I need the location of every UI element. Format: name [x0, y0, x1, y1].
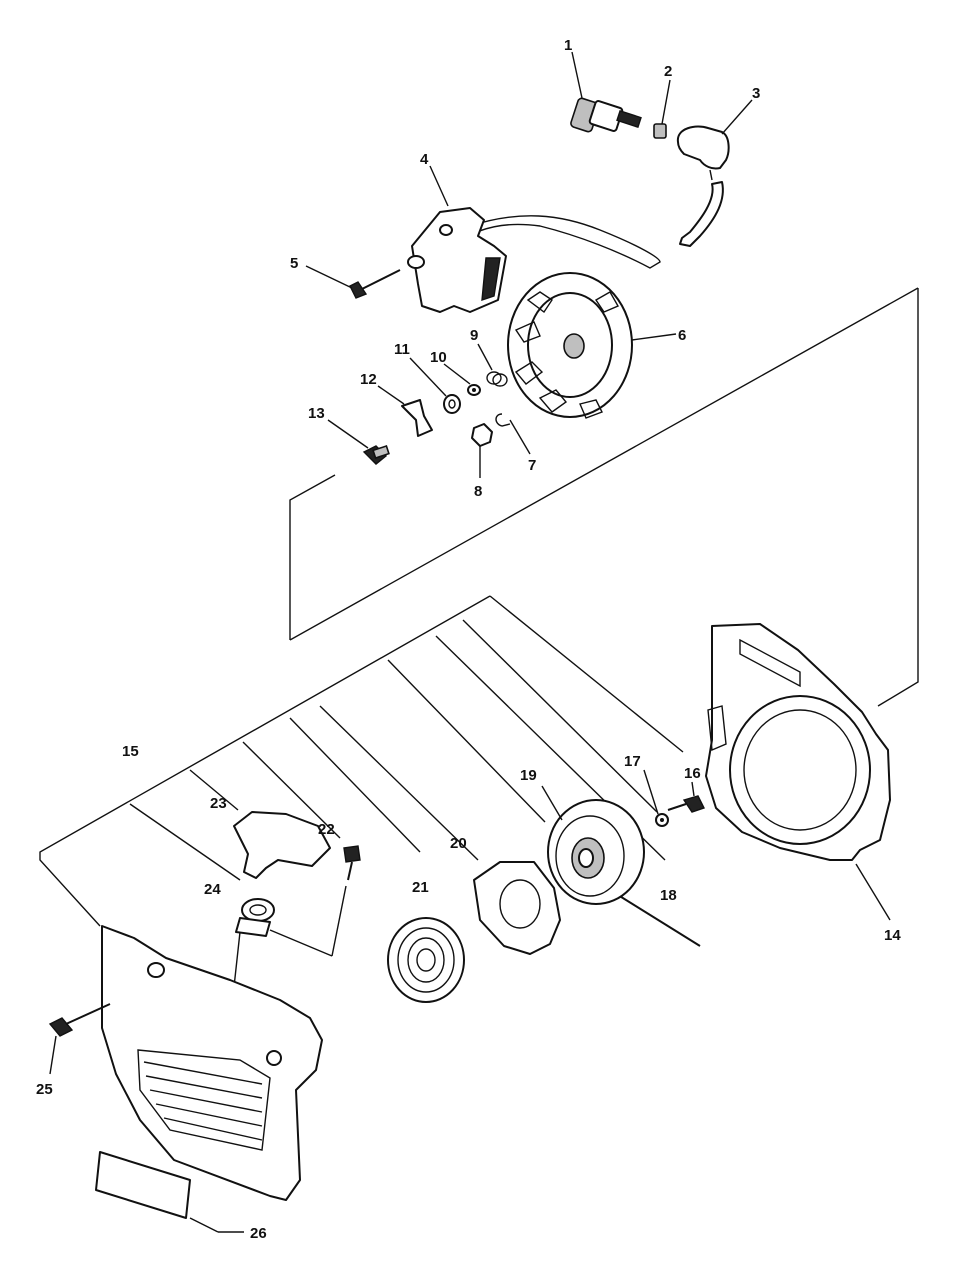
ignition-coil	[407, 207, 507, 313]
housing-washer	[655, 813, 669, 827]
callout-7: 7	[528, 457, 536, 474]
callout-4: 4	[420, 151, 429, 168]
rope-pulley	[547, 799, 645, 905]
decal-label	[95, 1151, 191, 1219]
callout-26: 26	[250, 1225, 267, 1242]
flywheel	[507, 272, 633, 419]
rope-guide	[225, 885, 347, 1061]
clip	[401, 399, 433, 437]
callout-22: 22	[318, 821, 335, 838]
callout-20: 20	[450, 835, 467, 852]
clip-screw	[362, 445, 390, 465]
callout-21: 21	[412, 879, 429, 896]
guide-screw	[343, 845, 361, 881]
callout-15: 15	[122, 743, 139, 760]
callout-19: 19	[520, 767, 537, 784]
spring	[486, 371, 508, 387]
starter-handle	[233, 811, 331, 879]
spark-plug-boot	[676, 125, 730, 181]
washer	[467, 384, 481, 396]
cover-screw	[48, 1003, 111, 1037]
flywheel-key	[495, 413, 511, 427]
callout-14: 14	[884, 927, 901, 944]
callout-11: 11	[394, 341, 410, 358]
callout-1: 1	[564, 37, 572, 54]
callout-17: 17	[624, 753, 641, 770]
callout-9: 9	[470, 327, 478, 344]
callout-24: 24	[204, 881, 221, 898]
callout-12: 12	[360, 371, 377, 388]
callout-13: 13	[308, 405, 325, 422]
bushing	[443, 394, 461, 414]
callout-2: 2	[664, 63, 672, 80]
ignition-cable	[469, 181, 724, 269]
spark-plug	[570, 97, 642, 133]
assembly-bracket-lines	[39, 287, 919, 927]
callout-23: 23	[210, 795, 227, 812]
callout-16: 16	[684, 765, 701, 782]
callout-25: 25	[36, 1081, 53, 1098]
spring-case	[473, 861, 561, 955]
callout-8: 8	[474, 483, 482, 500]
housing-screw	[667, 795, 705, 813]
callout-3: 3	[752, 85, 760, 102]
callout-6: 6	[678, 327, 686, 344]
starter-rope	[609, 889, 701, 947]
callout-5: 5	[290, 255, 298, 272]
callout-leaders	[49, 51, 891, 1233]
starter-cover	[101, 925, 323, 1201]
coil-screw	[349, 269, 401, 299]
recoil-spring	[387, 917, 465, 1003]
callout-18: 18	[660, 887, 677, 904]
terminal-nut	[653, 123, 667, 139]
callout-10: 10	[430, 349, 447, 366]
flywheel-nut	[471, 423, 493, 447]
fan-housing	[705, 623, 891, 861]
callout-numbers: 1 2 3 4 5 6 7 8 9 10 11 12 13 14 15 16 1…	[36, 37, 901, 1242]
